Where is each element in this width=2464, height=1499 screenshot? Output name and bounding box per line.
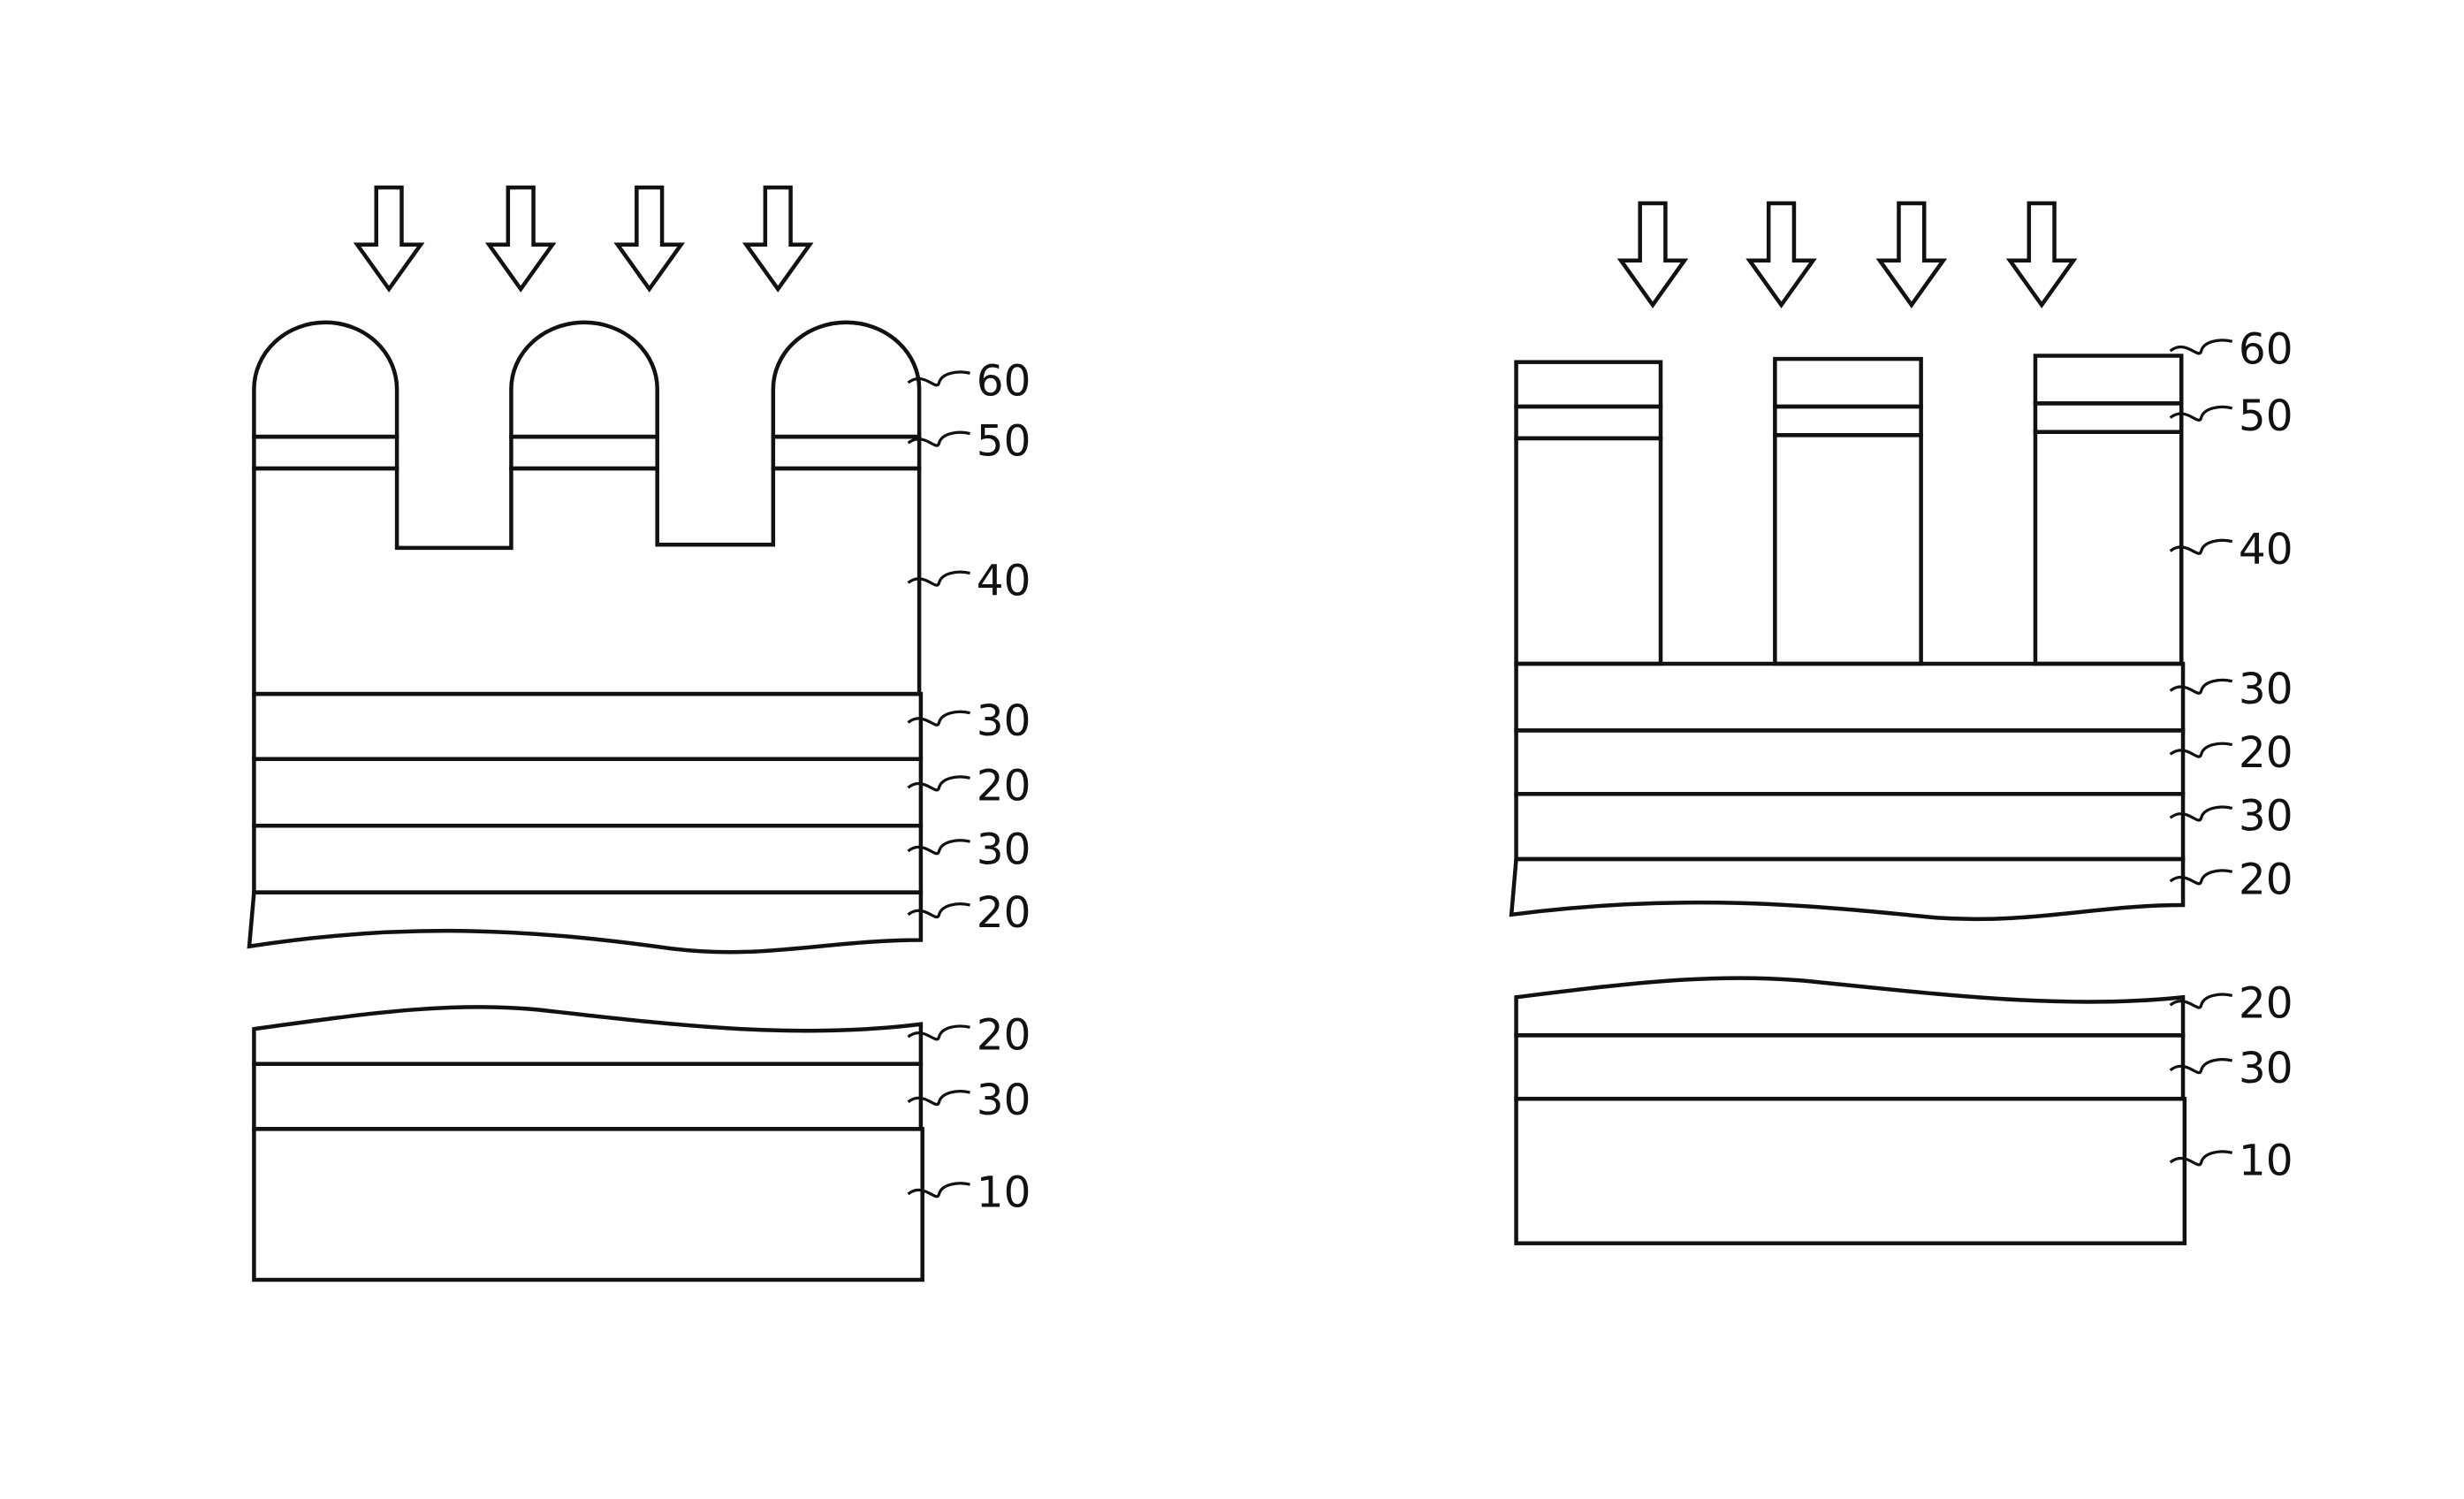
layer-40 <box>254 468 919 694</box>
reference-numeral: 60 <box>2239 324 2293 374</box>
arrow-icons <box>1621 203 2073 305</box>
layer-30 <box>254 826 920 892</box>
leader-line <box>909 904 970 917</box>
layer-20 <box>1517 730 2183 794</box>
leader-line <box>2171 871 2232 884</box>
leader-line <box>2171 340 2232 354</box>
reference-numeral: 20 <box>2239 855 2293 904</box>
leader-line <box>2171 807 2232 820</box>
leader-line <box>909 1026 970 1039</box>
layer-30 <box>1517 794 2183 859</box>
reference-numeral: 20 <box>2239 728 2293 778</box>
down-arrow-icon <box>489 187 552 289</box>
down-arrow-icon <box>746 187 810 289</box>
reference-numeral: 30 <box>977 825 1031 874</box>
layer-20 <box>1517 978 2183 1036</box>
reference-labels: 60 50 40 30 20 30 20 20 30 10 <box>2171 324 2293 1185</box>
down-arrow-icon <box>618 187 681 289</box>
reference-numeral: 30 <box>2239 665 2293 714</box>
down-arrow-icon <box>1880 203 1943 305</box>
reference-numeral: 40 <box>977 557 1031 606</box>
reference-numeral: 10 <box>977 1168 1031 1217</box>
layer-20 <box>249 893 921 953</box>
leader-line <box>909 1092 970 1105</box>
reference-numeral: 20 <box>2239 979 2293 1029</box>
leader-line <box>909 777 970 790</box>
layer-10 <box>1517 1099 2185 1243</box>
reference-labels: 60 50 40 30 20 30 20 20 30 10 <box>909 356 1031 1217</box>
reference-numeral: 50 <box>2239 392 2293 441</box>
layer-50 <box>254 437 919 468</box>
reference-numeral: 40 <box>2239 525 2293 574</box>
layer-40 <box>1517 432 2182 664</box>
arrow-icons <box>357 187 810 289</box>
layer-10 <box>254 1129 922 1280</box>
left-figure: 60 50 40 30 20 30 20 20 30 10 <box>249 187 1030 1280</box>
reference-numeral: 10 <box>2239 1136 2293 1185</box>
reference-numeral: 60 <box>977 356 1031 406</box>
reference-numeral: 30 <box>977 1076 1031 1125</box>
reference-numeral: 20 <box>977 888 1031 938</box>
leader-line <box>909 1183 970 1197</box>
layer-30 <box>1517 1035 2183 1099</box>
reference-numeral: 20 <box>977 761 1031 810</box>
layer-20 <box>254 1007 920 1063</box>
leader-line <box>2171 680 2232 693</box>
layer-30 <box>254 694 920 759</box>
reference-numeral: 20 <box>977 1011 1031 1061</box>
leader-line <box>2171 1060 2232 1073</box>
down-arrow-icon <box>2010 203 2073 305</box>
leader-line <box>2171 743 2232 757</box>
layer-20 <box>1511 859 2183 919</box>
reference-numeral: 30 <box>2239 792 2293 841</box>
reference-numeral: 30 <box>2239 1044 2293 1093</box>
down-arrow-icon <box>357 187 421 289</box>
reference-numeral: 50 <box>977 417 1031 467</box>
layer-60 <box>1517 355 2182 406</box>
leader-line <box>2171 1152 2232 1165</box>
layer-20 <box>254 759 920 826</box>
layer-30 <box>1517 664 2183 730</box>
right-figure: 60 50 40 30 20 30 20 20 30 10 <box>1511 203 2293 1244</box>
down-arrow-icon <box>1621 203 1684 305</box>
layer-30 <box>254 1064 920 1130</box>
leader-line <box>909 841 970 854</box>
leader-line <box>909 711 970 725</box>
down-arrow-icon <box>1750 203 1814 305</box>
layer-60 <box>254 323 919 437</box>
reference-numeral: 30 <box>977 696 1031 746</box>
